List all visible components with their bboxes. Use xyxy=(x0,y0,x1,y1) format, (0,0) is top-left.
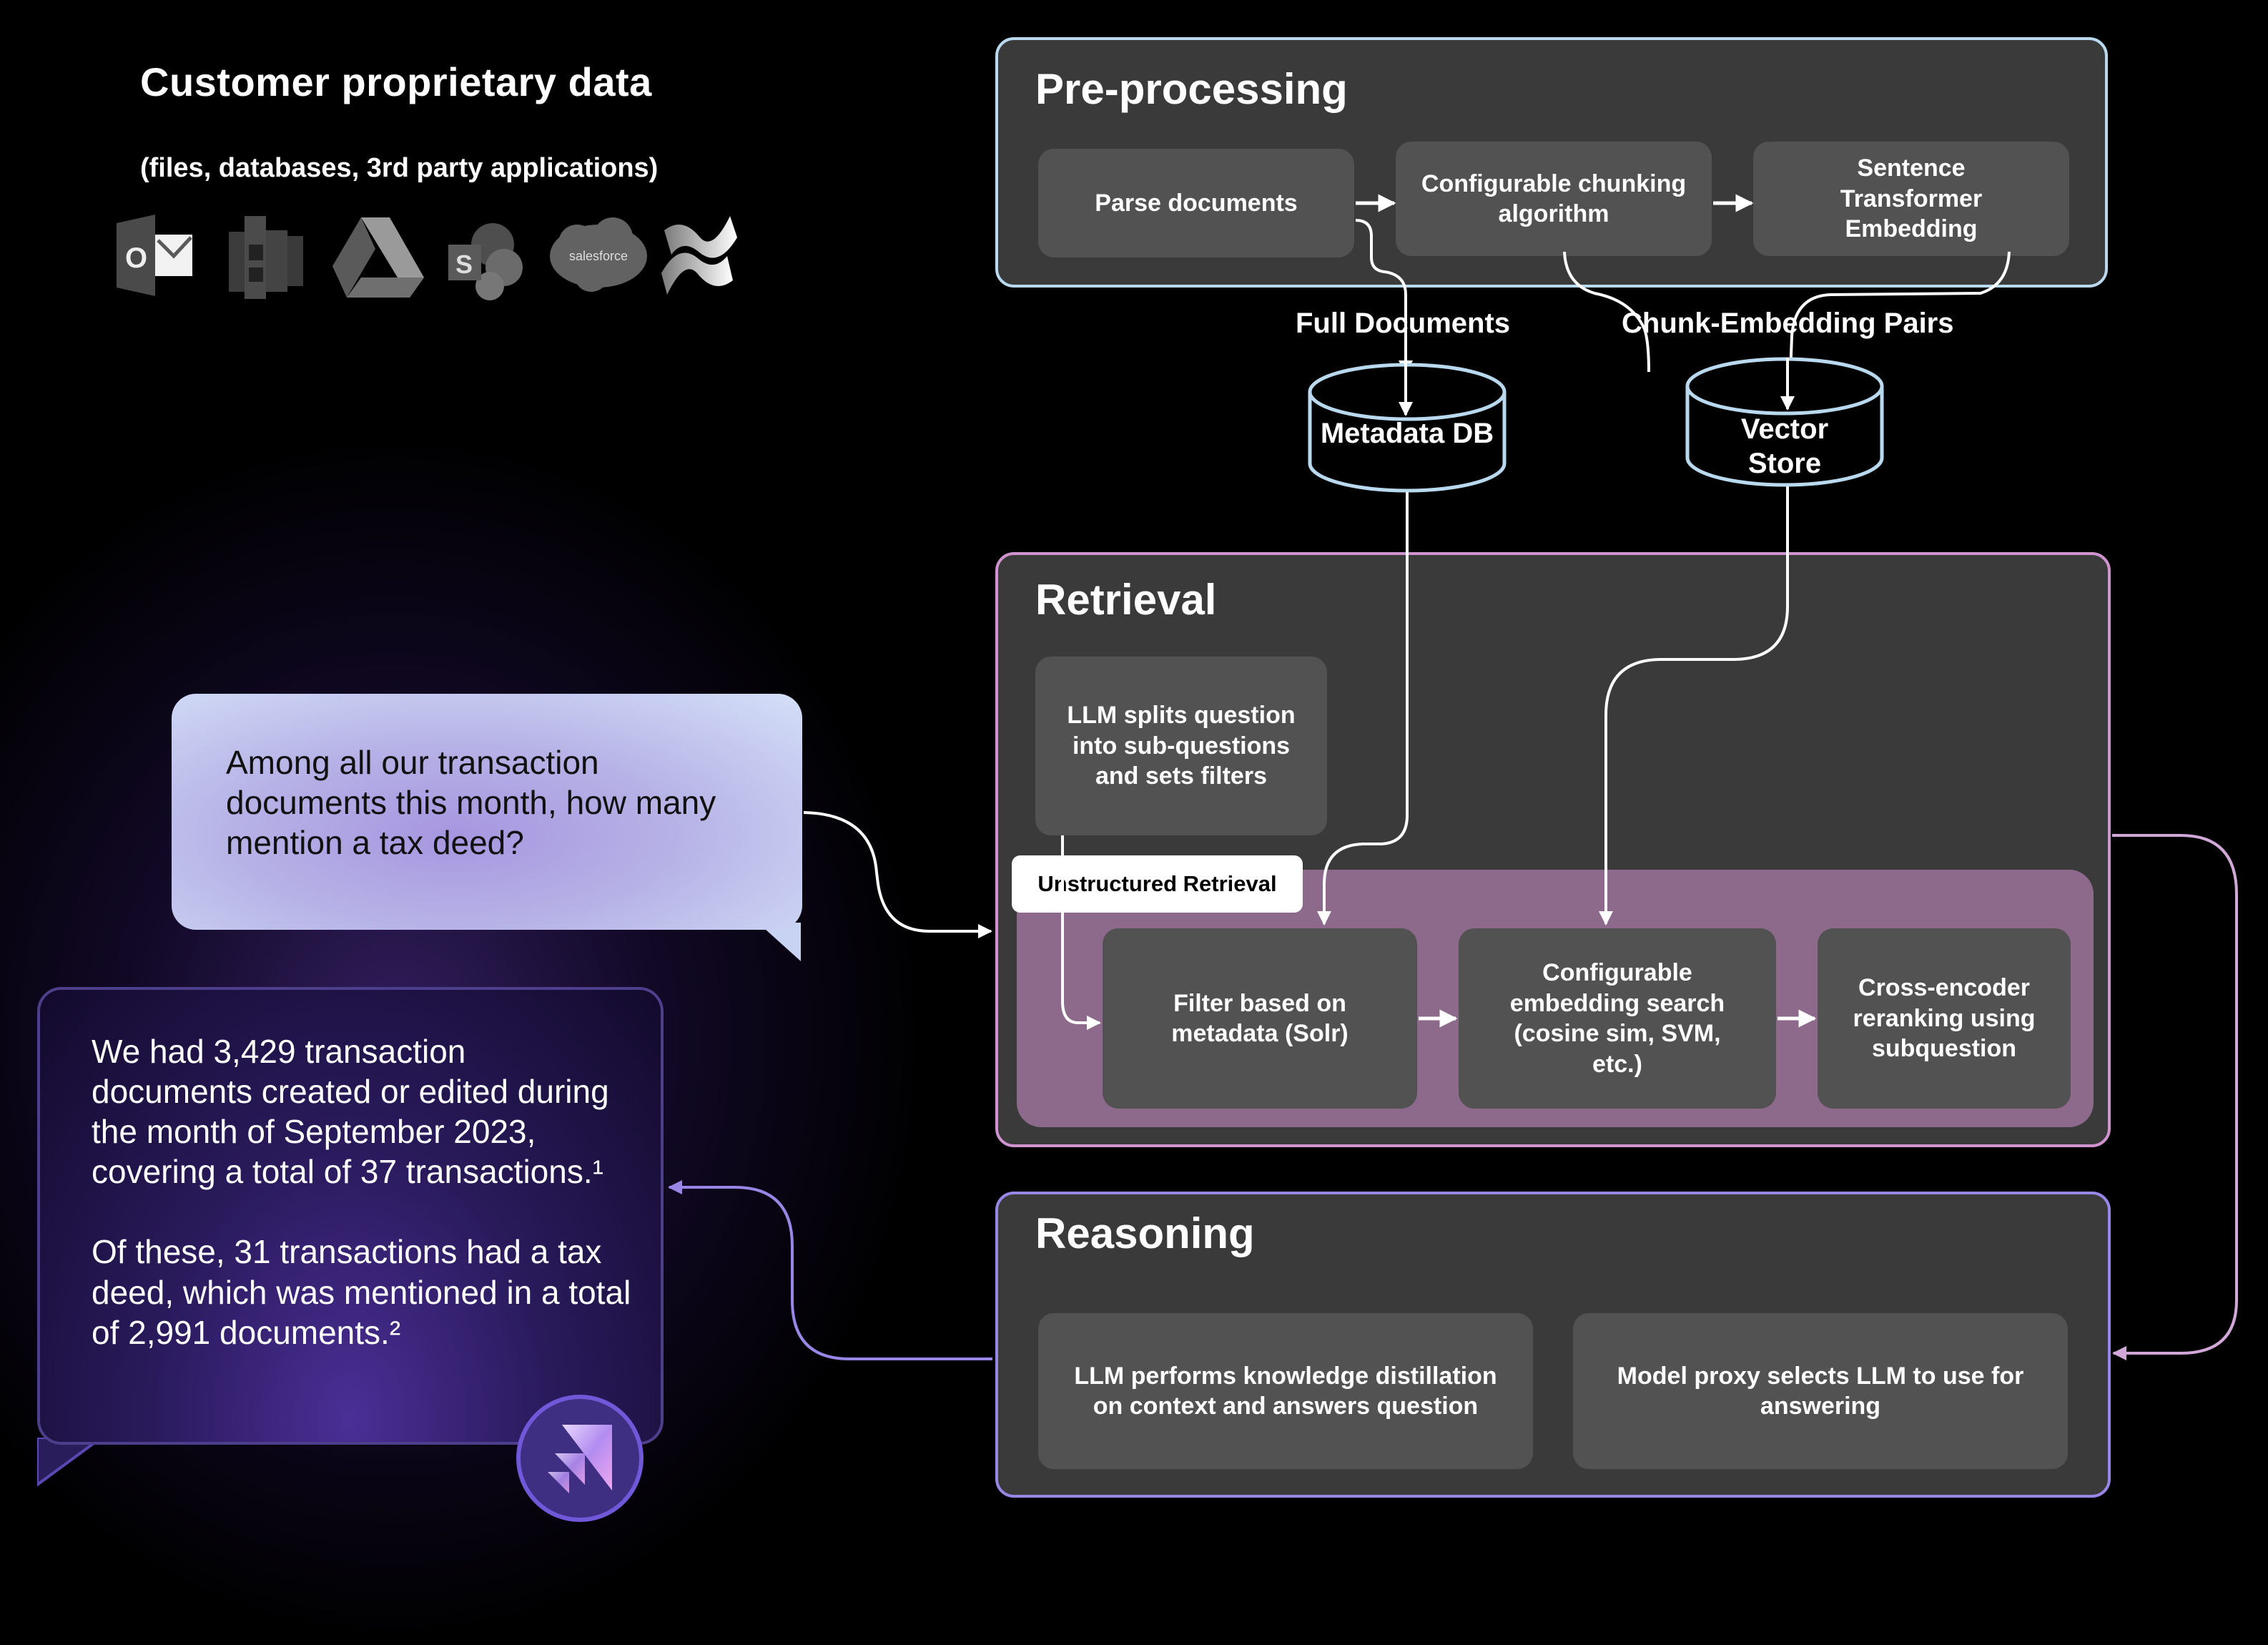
arrow-parse-to-metadata-db xyxy=(1355,219,1413,375)
step-sentence-transformer: Sentence Transformer Embedding xyxy=(1753,142,2069,256)
unstructured-retrieval-label: Unstructured Retrieval xyxy=(1012,855,1303,913)
arrow-question-to-retrieval xyxy=(803,811,992,938)
source-logos: O S salesforce xyxy=(117,215,737,300)
source-subtitle: (files, databases, 3rd party application… xyxy=(140,153,659,183)
vector-store-label: Vector Store xyxy=(1740,413,1829,479)
step-cross-encoder-reranking: Cross-encoder reranking using subquestio… xyxy=(1818,928,2071,1109)
connectors xyxy=(668,194,2238,1360)
arrow-retrieval-to-reasoning xyxy=(2112,834,2238,1360)
question-text: Among all our transaction documents this… xyxy=(226,744,716,862)
metadata-db-cylinder xyxy=(1308,358,1507,493)
source-title: Customer proprietary data xyxy=(140,59,652,104)
step-llm-split-question: LLM splits question into sub-questions a… xyxy=(1035,657,1327,835)
step-model-proxy: Model proxy selects LLM to use for answe… xyxy=(1573,1313,2068,1469)
answer-paragraph-1: We had 3,429 transaction documents creat… xyxy=(92,1033,609,1191)
salesforce-icon: salesforce xyxy=(550,217,647,292)
answer-bubble: We had 3,429 transaction documents creat… xyxy=(37,987,664,1445)
outlook-icon: O xyxy=(117,215,192,296)
svg-text:S: S xyxy=(455,250,473,279)
svg-text:O: O xyxy=(125,242,147,274)
preprocessing-title: Pre-processing xyxy=(1035,65,1348,113)
question-bubble-tail xyxy=(758,923,801,961)
retrieval-title: Retrieval xyxy=(1035,576,1217,624)
google-drive-icon xyxy=(332,217,424,298)
arrow-metadata-db-to-filter xyxy=(1317,492,1409,925)
assistant-logo-icon xyxy=(548,1425,612,1493)
edge-label-chunk-embedding-pairs: Chunk-Embedding Pairs xyxy=(1622,308,1954,339)
vector-store-cylinder xyxy=(1685,357,1884,487)
step-filter-metadata: Filter based on metadata (Solr) xyxy=(1103,928,1417,1109)
assistant-avatar xyxy=(516,1395,644,1522)
confluence-icon xyxy=(661,216,737,295)
arrow-embed-to-vector-store xyxy=(1783,251,2011,375)
metadata-db-label: Metadata DB xyxy=(1320,418,1494,449)
arrow-chunk-to-vector-store xyxy=(1563,251,1650,373)
answer-paragraph-2: Of these, 31 transactions had a tax deed… xyxy=(92,1233,631,1351)
question-bubble: Among all our transaction documents this… xyxy=(172,694,802,930)
svg-text:salesforce: salesforce xyxy=(569,249,628,263)
reasoning-title: Reasoning xyxy=(1035,1209,1255,1257)
aws-s3-icon xyxy=(229,216,303,299)
arrow-split-to-filter xyxy=(1061,835,1101,1030)
edge-label-full-documents: Full Documents xyxy=(1296,308,1511,339)
step-knowledge-distillation: LLM performs knowledge distillation on c… xyxy=(1038,1313,1533,1469)
step-embedding-search: Configurable embedding search (cosine si… xyxy=(1459,928,1776,1109)
sharepoint-icon: S xyxy=(448,223,523,300)
arrow-vector-store-to-embedding-search xyxy=(1599,486,1789,925)
step-chunking-algorithm: Configurable chunking algorithm xyxy=(1396,142,1712,256)
arrow-reasoning-to-answer xyxy=(668,1180,992,1360)
answer-bubble-tail xyxy=(37,1438,104,1487)
step-parse-documents: Parse documents xyxy=(1038,149,1354,257)
